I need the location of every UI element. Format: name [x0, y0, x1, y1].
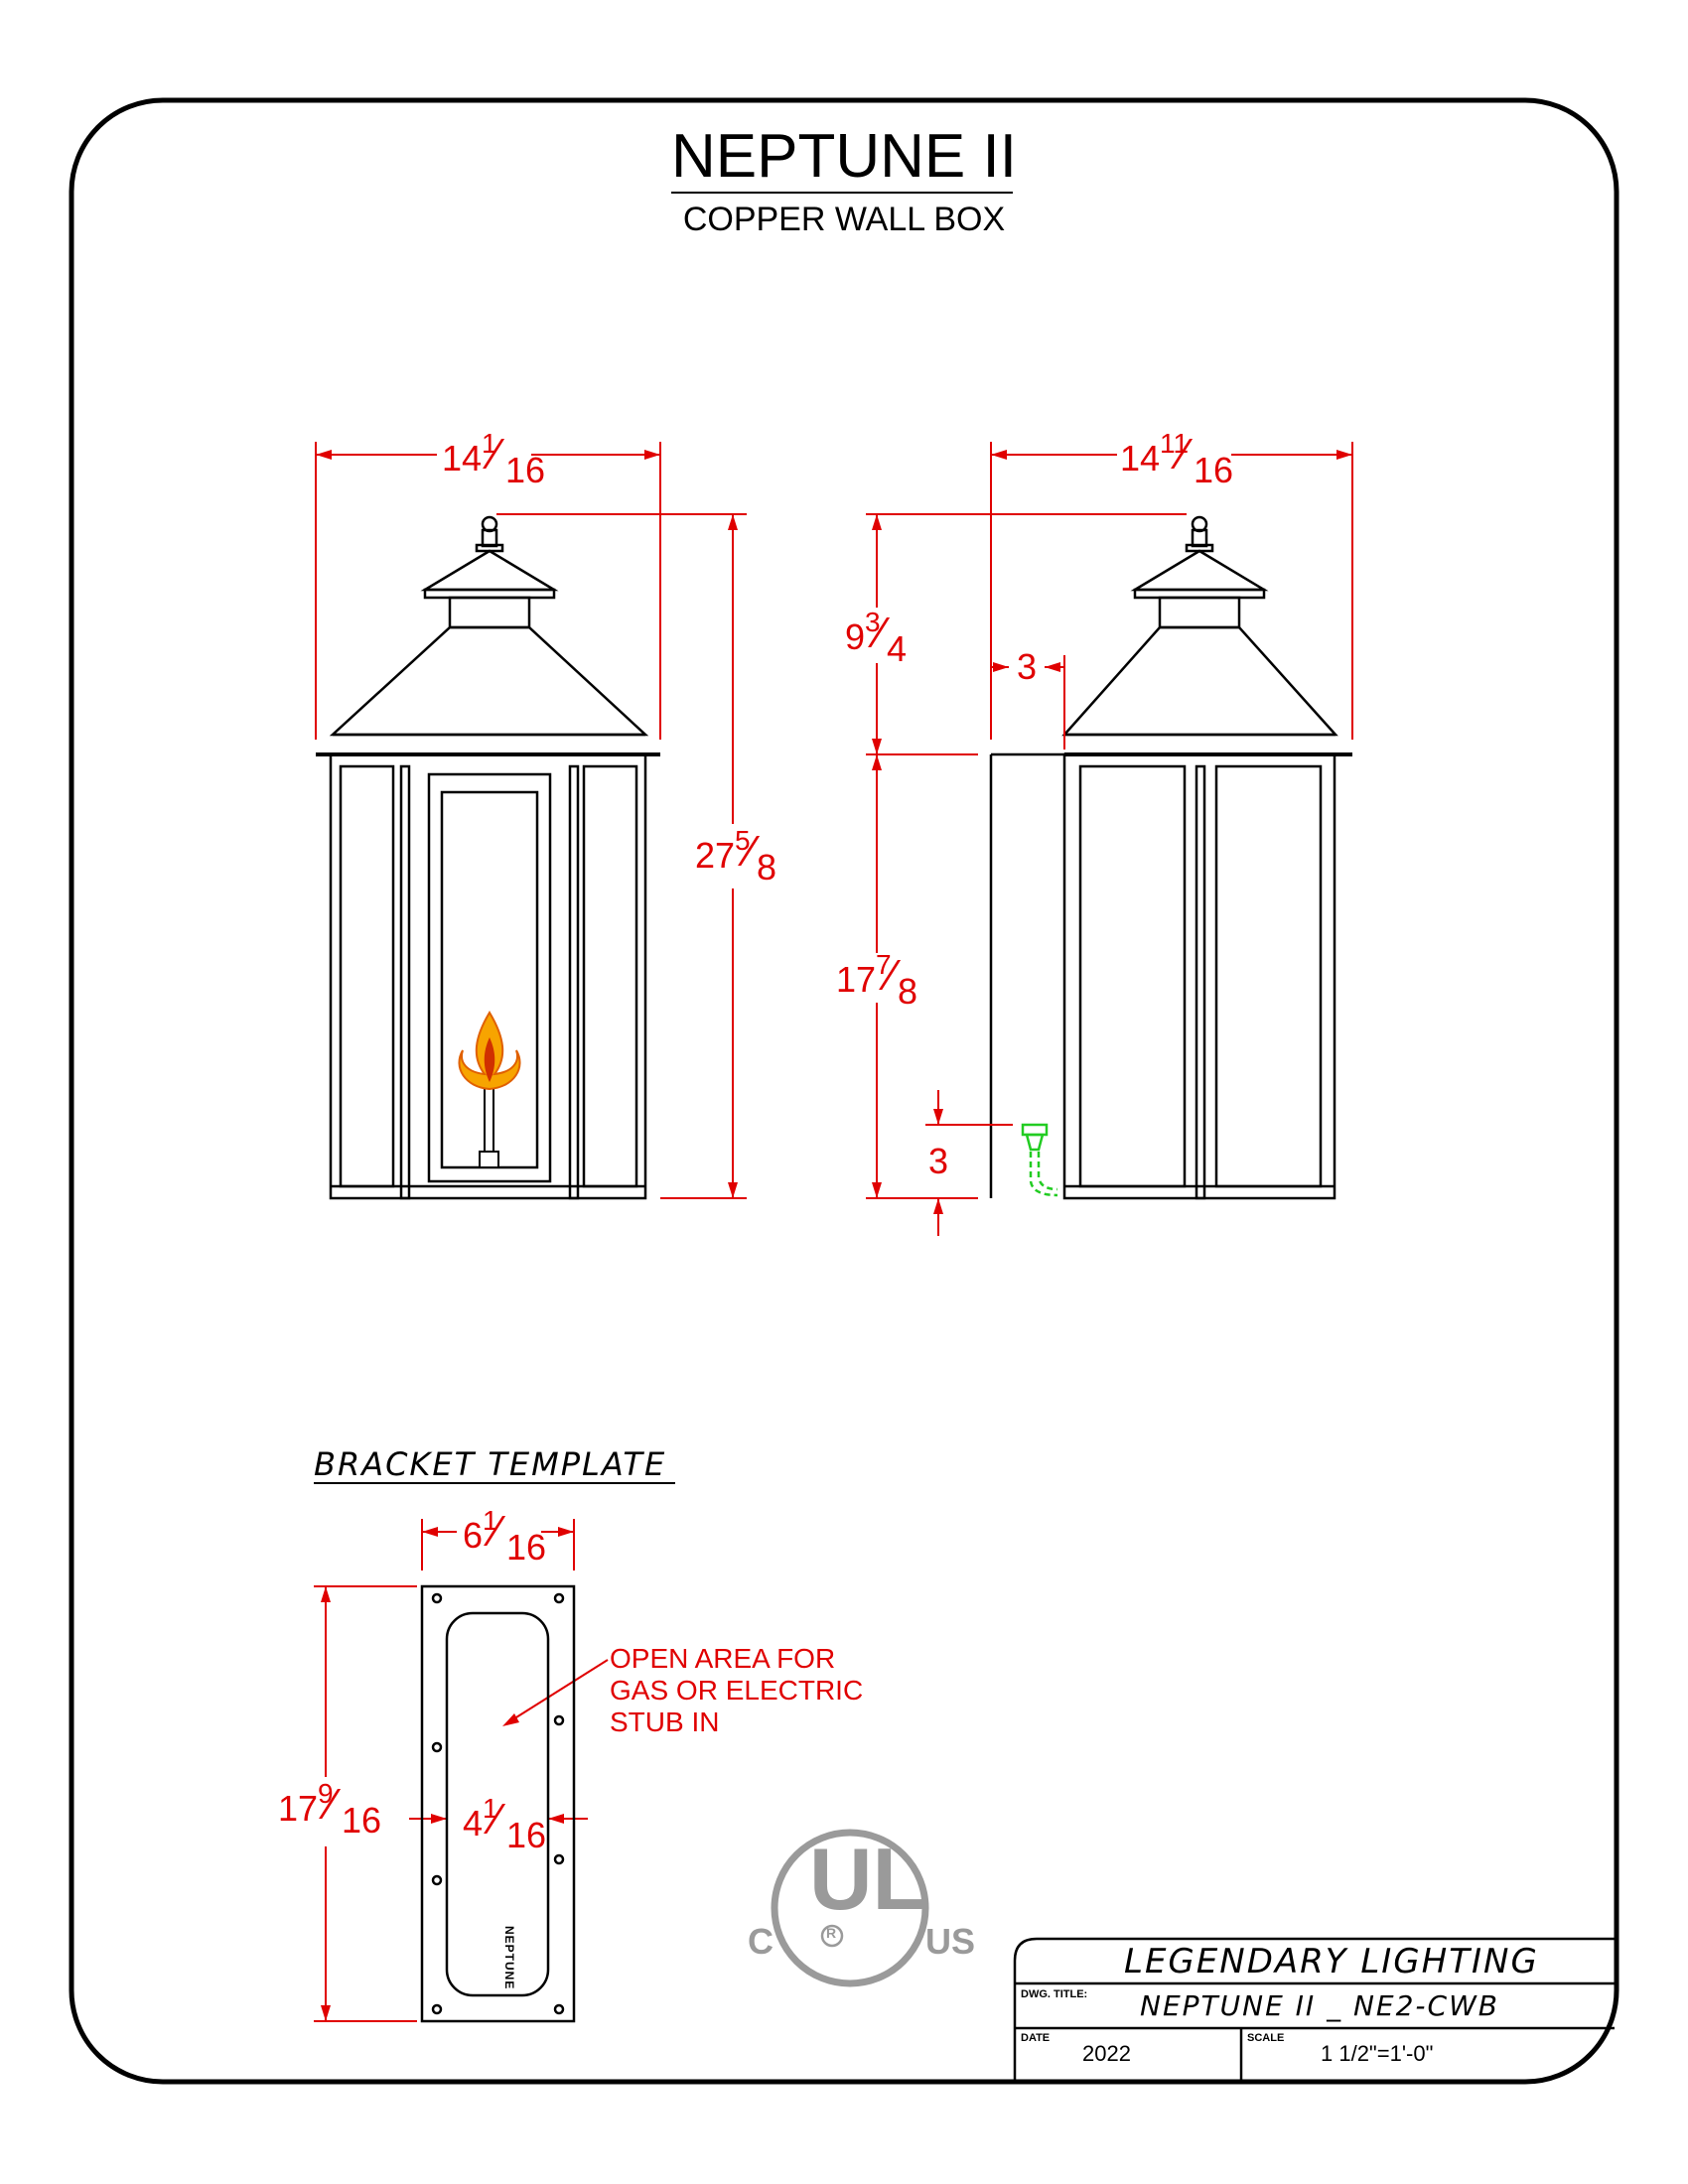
- title-underline: [671, 192, 1013, 194]
- sheet-border: [69, 97, 1619, 2085]
- bracket-note-line-3: STUB IN: [610, 1706, 720, 1737]
- date-label: DATE: [1021, 2032, 1051, 2044]
- burner: [458, 1011, 521, 1168]
- drawing-subtitle: COPPER WALL BOX: [682, 201, 1006, 238]
- dim-stub-height: 3: [928, 1141, 949, 1181]
- dwg-title: NEPTUNE II _ NE2-CWB: [1140, 1989, 1499, 2022]
- front-view: [316, 515, 660, 1200]
- side-view: [989, 515, 1352, 1200]
- ul-mark-us: US: [925, 1921, 976, 1962]
- ul-mark: [771, 1829, 929, 1987]
- bracket-stamp: NEPTUNE: [502, 1926, 516, 1990]
- ul-mark-c: C: [748, 1921, 774, 1962]
- scale-label: SCALE: [1247, 2032, 1285, 2044]
- dim-box-depth: 3: [1017, 646, 1038, 687]
- dwg-title-label: DWG. TITLE:: [1021, 1988, 1088, 2000]
- ul-mark-letters: UL: [809, 1830, 926, 1928]
- bracket-plate: [314, 1482, 675, 2023]
- dimension-lines: [314, 442, 1353, 2022]
- bracket-note-line-2: GAS OR ELECTRIC: [610, 1675, 864, 1706]
- drawing-title: NEPTUNE II: [671, 122, 1017, 191]
- gas-stub-icon: [1021, 1123, 1058, 1197]
- bracket-note-line-1: OPEN AREA FOR: [610, 1643, 836, 1674]
- date-value: 2022: [1082, 2041, 1131, 2066]
- title-block: [1013, 1937, 1615, 2082]
- registered-icon: R: [826, 1925, 837, 1941]
- bracket-heading: BRACKET TEMPLATE: [314, 1445, 667, 1483]
- company-name: LEGENDARY LIGHTING: [1124, 1942, 1539, 1981]
- scale-value: 1 1/2"=1'-0": [1321, 2041, 1434, 2066]
